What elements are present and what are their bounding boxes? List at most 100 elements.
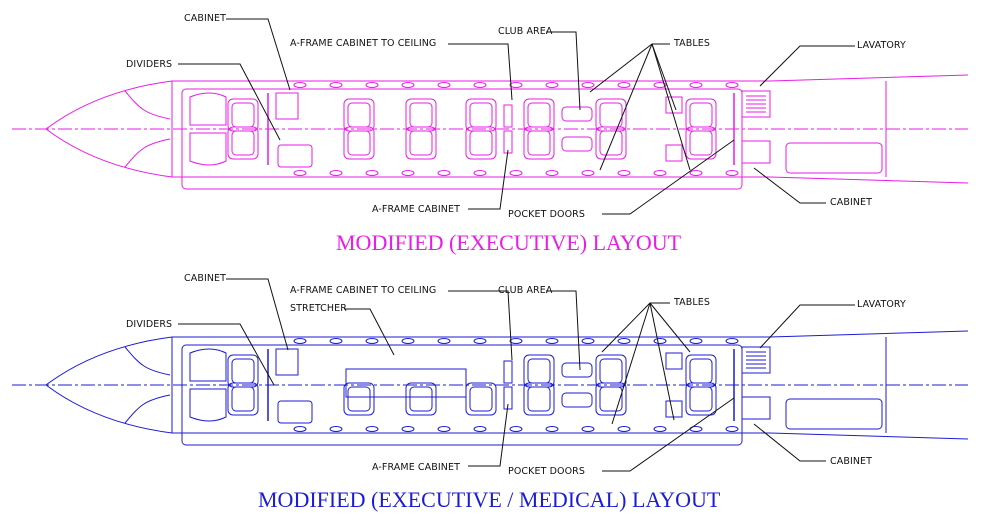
exec-label-club-area: CLUB AREA xyxy=(498,26,553,37)
seat xyxy=(595,382,627,416)
leader-line xyxy=(759,45,855,87)
window xyxy=(473,338,487,344)
seat-outline xyxy=(405,126,437,160)
window xyxy=(437,82,451,88)
window xyxy=(581,170,595,176)
window xyxy=(329,426,343,432)
forward-cabinet-lower xyxy=(277,400,313,424)
seat xyxy=(227,382,259,416)
seat-outline xyxy=(465,382,497,416)
window xyxy=(401,170,415,176)
leader-line xyxy=(602,139,735,215)
window xyxy=(293,170,307,176)
seat xyxy=(523,354,555,388)
leader-line xyxy=(178,63,281,141)
leader-line xyxy=(546,290,581,371)
seat-cushion xyxy=(689,358,713,384)
seat xyxy=(595,354,627,388)
leader-line xyxy=(759,304,855,349)
seat-outline xyxy=(227,126,259,160)
seat xyxy=(685,382,717,416)
seat-cushion xyxy=(689,130,713,156)
window xyxy=(329,82,343,88)
window xyxy=(293,338,307,344)
window xyxy=(401,338,415,344)
seat xyxy=(405,98,437,132)
leader-line xyxy=(546,31,581,111)
med-label-cabinet-top: CABINET xyxy=(184,273,227,284)
club-table-upper xyxy=(561,362,593,378)
fuselage-nose xyxy=(45,80,173,178)
window xyxy=(581,82,595,88)
forward-cabinet xyxy=(275,348,299,376)
seat-cushion xyxy=(347,130,371,156)
seat xyxy=(343,98,375,132)
leader-line xyxy=(344,308,395,356)
window xyxy=(545,426,559,432)
leader-line xyxy=(651,43,677,111)
window xyxy=(509,82,523,88)
window xyxy=(437,426,451,432)
seat-cushion xyxy=(409,386,433,412)
med-label-dividers: DIVIDERS xyxy=(126,319,173,330)
seat xyxy=(227,126,259,160)
med-label-tables: TABLES xyxy=(674,297,711,308)
window xyxy=(509,426,523,432)
cockpit-seat-upper xyxy=(189,92,227,126)
baggage-compartment xyxy=(785,142,883,174)
cockpit-seat-lower xyxy=(189,388,227,422)
seat-cushion xyxy=(527,358,551,384)
window xyxy=(725,426,739,432)
leader-line xyxy=(649,302,675,421)
aft-table-lower xyxy=(665,400,683,418)
seat xyxy=(595,98,627,132)
window xyxy=(365,82,379,88)
seat-cushion xyxy=(469,386,493,412)
leader-line xyxy=(753,423,826,462)
window xyxy=(653,170,667,176)
aframe-cabinet-lower xyxy=(503,386,513,410)
medical-floorplan xyxy=(12,330,969,446)
window xyxy=(689,338,703,344)
seat xyxy=(405,126,437,160)
leader-line xyxy=(226,278,289,351)
seat-outline xyxy=(595,126,627,160)
club-table-lower xyxy=(561,392,593,408)
seat-cushion xyxy=(527,130,551,156)
window xyxy=(329,170,343,176)
leader-line xyxy=(753,167,826,204)
cockpit-seat-lower xyxy=(189,132,227,166)
seat-cushion xyxy=(689,102,713,128)
med-label-stretcher: STRETCHER xyxy=(290,303,347,314)
exec-label-pocket-doors: POCKET DOORS xyxy=(508,209,585,220)
seat xyxy=(343,382,375,416)
window xyxy=(653,82,667,88)
seat-cushion xyxy=(347,102,371,128)
seat-cushion xyxy=(231,102,255,128)
cockpit-window-upper xyxy=(124,90,171,120)
cabin-wall xyxy=(181,344,743,446)
window xyxy=(401,426,415,432)
window xyxy=(509,338,523,344)
exec-label-tables: TABLES xyxy=(674,38,711,49)
window xyxy=(293,82,307,88)
window xyxy=(617,82,631,88)
baggage-compartment xyxy=(785,398,883,430)
window xyxy=(365,338,379,344)
seat-outline xyxy=(685,126,717,160)
leader-line xyxy=(448,290,513,361)
window xyxy=(617,426,631,432)
tail-bottom xyxy=(769,432,969,440)
forward-cabinet xyxy=(275,92,299,120)
aft-table-upper xyxy=(665,352,683,370)
window xyxy=(689,82,703,88)
window xyxy=(365,170,379,176)
seat-outline xyxy=(523,126,555,160)
seat-cushion xyxy=(599,130,623,156)
seat-cushion xyxy=(469,102,493,128)
aft-table-lower xyxy=(665,144,683,162)
seat-cushion xyxy=(599,386,623,412)
seat-outline xyxy=(595,382,627,416)
lavatory xyxy=(741,90,771,118)
